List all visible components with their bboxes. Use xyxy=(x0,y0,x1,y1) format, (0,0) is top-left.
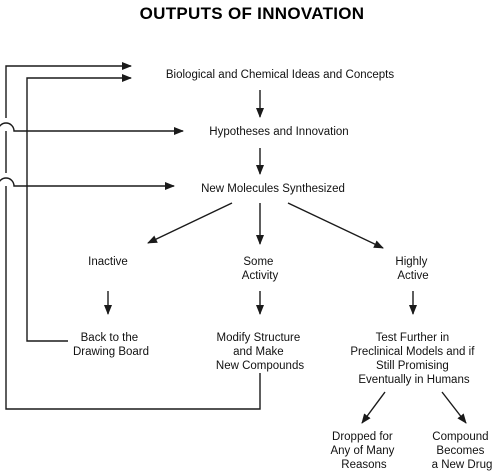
arrow-molecules-to-highly-active xyxy=(287,202,384,249)
node-test-further: Test Further in Preclinical Models and i… xyxy=(350,332,477,386)
node-hypotheses: Hypotheses and Innovation xyxy=(209,126,348,138)
arrow-molecules-to-inactive xyxy=(147,202,233,244)
node-modify-structure: Modify Structure and Make New Compounds xyxy=(216,332,304,372)
node-some-activity: Some Activity xyxy=(242,256,279,282)
node-new-drug: Compound Becomes a New Drug xyxy=(432,431,493,471)
node-ideas: Biological and Chemical Ideas and Concep… xyxy=(166,69,394,81)
node-inactive: Inactive xyxy=(88,256,128,268)
node-molecules: New Molecules Synthesized xyxy=(201,183,345,195)
diagram-title: OUTPUTS OF INNOVATION xyxy=(140,4,365,23)
node-dropped: Dropped for Any of Many Reasons xyxy=(330,431,397,471)
node-back-to-drawing-board: Back to the Drawing Board xyxy=(73,332,149,358)
hop-arc-molecules xyxy=(0,177,27,187)
node-highly-active: Highly Active xyxy=(395,256,430,282)
feedback-line-back-to-ideas xyxy=(26,74,132,342)
feedback-line-modify-to-ideas xyxy=(5,62,261,410)
arrow-test-to-new-drug xyxy=(441,391,467,424)
arrow-test-to-dropped xyxy=(361,391,386,424)
hop-arc-hypotheses xyxy=(0,122,27,132)
